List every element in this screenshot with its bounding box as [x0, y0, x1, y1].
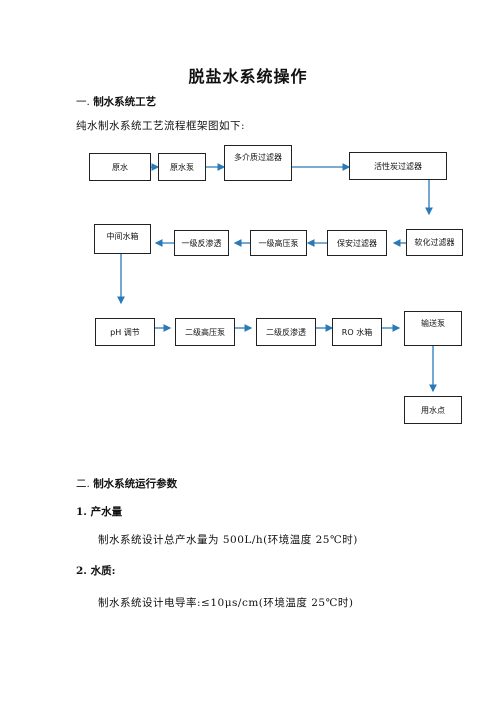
- node-water-use-point: 用水点: [404, 396, 462, 424]
- flow-intro-text: 纯水制水系统工艺流程框架图如下:: [76, 120, 246, 132]
- item-1-number: 1.: [76, 506, 87, 518]
- section-1-heading: 一. 制水系统工艺: [76, 94, 156, 109]
- item-1-text: 制水系统设计总产水量为 500L/h(环境温度 25℃时): [98, 534, 358, 546]
- node-softening-filter: 软化过滤器: [406, 229, 463, 256]
- section-1-title: 制水系统工艺: [93, 96, 157, 108]
- section-2-title: 制水系统运行参数: [93, 478, 178, 490]
- item-1-heading: 1. 产水量: [76, 504, 122, 519]
- section-1-number: 一.: [76, 96, 90, 108]
- node-raw-water-pump: 原水泵: [158, 153, 206, 181]
- item-2-number: 2.: [76, 565, 87, 577]
- node-raw-water: 原水: [89, 153, 151, 181]
- node-activated-carbon-filter: 活性炭过滤器: [349, 152, 447, 180]
- node-secondary-hp-pump: 二级高压泵: [175, 318, 235, 346]
- page-title: 脱盐水系统操作: [188, 67, 308, 86]
- item-2-heading: 2. 水质:: [76, 563, 116, 578]
- node-ro-water-tank: RO 水箱: [332, 318, 382, 346]
- node-ph-adjustment: pH 调节: [95, 318, 155, 346]
- item-2-text: 制水系统设计电导率:≤10μs/cm(环境温度 25℃时): [98, 597, 354, 609]
- node-primary-hp-pump: 一级高压泵: [250, 230, 307, 256]
- node-secondary-ro: 二级反渗透: [256, 318, 316, 346]
- section-2-heading: 二. 制水系统运行参数: [76, 476, 177, 491]
- item-2-title: 水质:: [90, 565, 116, 577]
- node-safety-filter: 保安过滤器: [327, 230, 387, 256]
- node-primary-ro: 一级反渗透: [174, 230, 229, 256]
- section-2-number: 二.: [76, 478, 90, 490]
- node-intermediate-tank: 中间水箱: [94, 224, 151, 254]
- node-delivery-pump: 输送泵: [404, 311, 462, 346]
- item-1-title: 产水量: [90, 506, 123, 518]
- node-multimedia-filter: 多介质过滤器: [224, 145, 292, 181]
